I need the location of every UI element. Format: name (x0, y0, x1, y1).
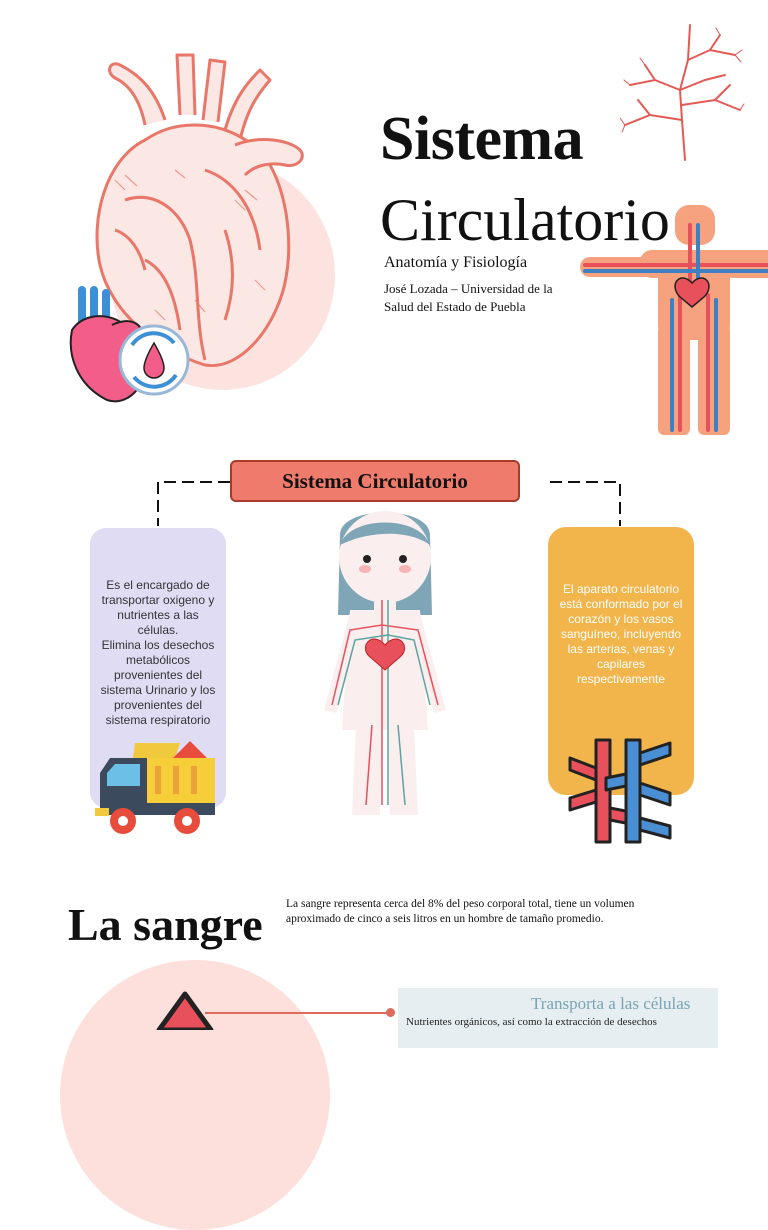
anatomical-heart-illustration (95, 53, 304, 368)
author-credit: José Lozada – Universidad de la Salud de… (384, 281, 553, 314)
diagram-title: Sistema Circulatorio (230, 460, 520, 502)
girl-circulatory-figure (324, 511, 446, 815)
transport-card-title: Transporta a las células (531, 994, 691, 1013)
blood-vessels-icon (568, 738, 672, 844)
transport-card-text: Nutrientes orgánicos, así como la extrac… (406, 1016, 657, 1028)
page-title-line2: Circulatorio (380, 187, 670, 253)
heart-cycle-icon (69, 286, 190, 403)
function-text-1: Es el encargado de transportar oxigeno y… (101, 578, 215, 637)
page-title-line1: Sistema (380, 105, 584, 173)
page-subtitle: Anatomía y Fisiología (384, 254, 528, 271)
human-circulatory-figure (580, 205, 768, 435)
function-text-2: Elimina los desechos metabólicos proveni… (100, 638, 216, 727)
sangre-description: La sangre representa cerca del 8% del pe… (286, 898, 635, 925)
connector-dot (386, 1008, 395, 1017)
composition-text: El aparato circulatorio está conformado … (559, 582, 683, 686)
connector-line (205, 1012, 390, 1014)
warning-triangle-icon (156, 991, 214, 1030)
section-title-la-sangre: La sangre (68, 899, 263, 950)
delivery-truck-icon (95, 741, 215, 834)
diagram-connectors (157, 481, 621, 526)
capillary-network-icon (620, 24, 745, 161)
